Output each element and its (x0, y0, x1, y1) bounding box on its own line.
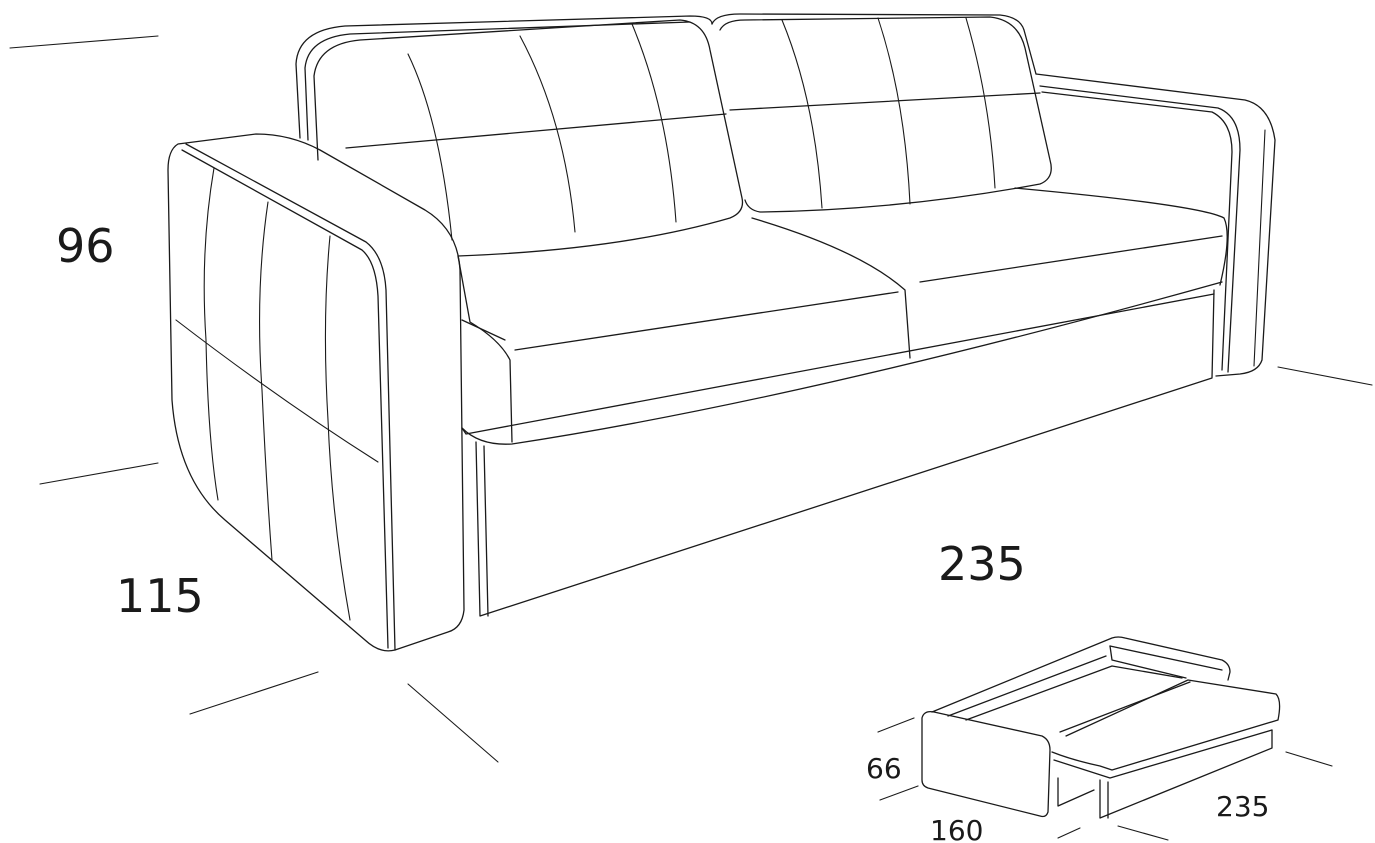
sofa-depth-label: 115 (116, 569, 204, 623)
bed-height-label: 66 (866, 752, 902, 785)
sofa-width-label: 235 (938, 537, 1026, 591)
dimension-guides (9, 35, 1373, 763)
sofa-height-label: 96 (56, 219, 115, 273)
sofa-outline (167, 13, 1276, 652)
bed-depth-label: 160 (930, 814, 983, 843)
bed-length-label: 235 (1216, 790, 1269, 823)
bed-diagram (877, 636, 1333, 841)
